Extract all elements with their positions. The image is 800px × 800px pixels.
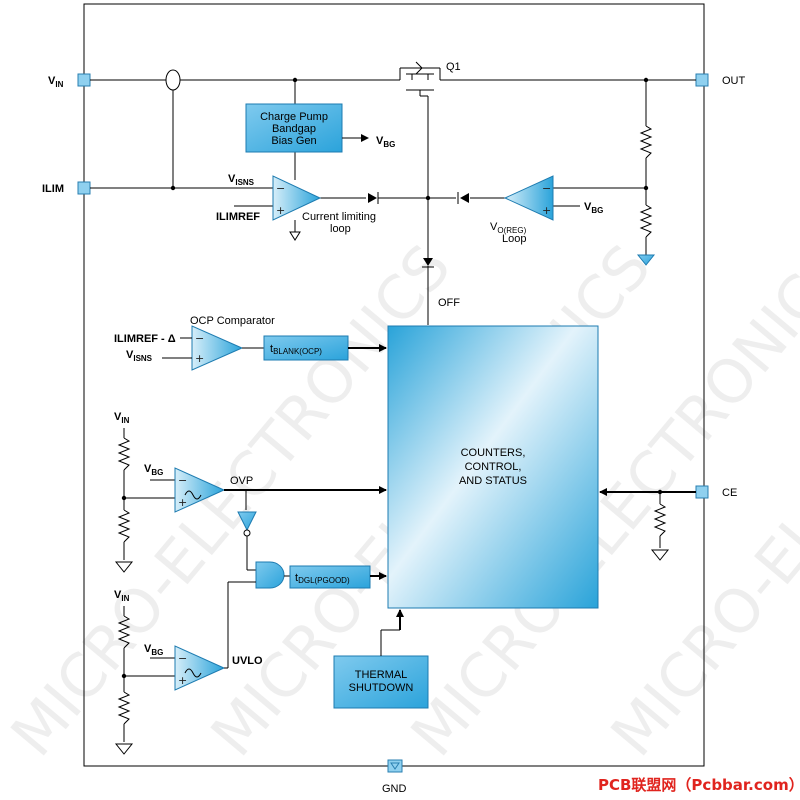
current-loop-label: Current limiting (302, 211, 376, 223)
ovp-divider (114, 428, 175, 573)
svg-text:−: − (276, 182, 285, 195)
vin2-label: VIN (114, 411, 130, 425)
vbg-reg-label: VBG (584, 201, 603, 215)
diode-off (422, 258, 434, 268)
svg-text:Bias Gen: Bias Gen (271, 135, 316, 147)
and-gate (255, 561, 285, 589)
vo-reg-amp: − + (503, 175, 554, 221)
svg-text:+: + (178, 674, 187, 687)
wires-top (90, 69, 696, 325)
vbg-ovp-label: VBG (144, 463, 163, 477)
vbg-out-label: VBG (376, 135, 395, 149)
svg-text:Bandgap: Bandgap (272, 123, 316, 135)
svg-text:tBLANK(OCP): tBLANK(OCP) (270, 343, 322, 356)
pin-ce: CE (695, 485, 737, 499)
q1-transistor (399, 61, 441, 97)
svg-text:−: − (195, 332, 204, 345)
off-label: OFF (438, 297, 460, 309)
current-loop-label-2: loop (330, 223, 351, 235)
pin-gnd: GND (382, 759, 407, 795)
svg-text:GND: GND (382, 783, 407, 795)
svg-text:VIN: VIN (48, 75, 64, 89)
current-limit-amp: − + (272, 175, 322, 241)
tdgl-block: tDGL(PGOOD) (289, 565, 371, 589)
svg-text:AND STATUS: AND STATUS (459, 475, 527, 487)
ocp-title: OCP Comparator (190, 315, 275, 327)
svg-text:COUNTERS,: COUNTERS, (461, 447, 526, 459)
inverter (237, 511, 257, 571)
svg-text:+: + (276, 204, 285, 217)
svg-text:THERMAL: THERMAL (355, 669, 408, 681)
ovp-label: OVP (230, 475, 253, 487)
pin-out: OUT (695, 73, 746, 87)
counters-control-block: COUNTERS, CONTROL, AND STATUS (387, 325, 599, 609)
site-credit: PCB联盟网（Pcbbar.com） (598, 776, 800, 794)
vo-reg-loop-label: Loop (502, 233, 526, 245)
svg-text:SHUTDOWN: SHUTDOWN (349, 682, 414, 694)
svg-text:CE: CE (722, 487, 737, 499)
uvlo-wires (224, 581, 256, 669)
ocp-in1-label: ILIMREF - Δ (114, 333, 176, 345)
vin3-label: VIN (114, 589, 130, 603)
out-divider-resistors (636, 125, 656, 266)
uvlo-comparator: − + (174, 645, 226, 691)
svg-text:CONTROL,: CONTROL, (465, 461, 522, 473)
svg-text:+: + (195, 352, 204, 365)
svg-text:+: + (542, 204, 551, 217)
diode-1 (368, 192, 379, 204)
q1-label: Q1 (446, 61, 461, 73)
tblank-block: tBLANK(OCP) (263, 335, 349, 361)
svg-text:ILIM: ILIM (42, 183, 64, 195)
uvlo-label: UVLO (232, 655, 263, 667)
diode-2 (457, 192, 469, 204)
uvlo-divider (114, 606, 175, 755)
ce-pulldown (650, 492, 670, 561)
visns-label: VISNS (228, 173, 255, 187)
svg-text:OUT: OUT (722, 75, 746, 87)
charge-pump-block: Charge Pump Bandgap Bias Gen (245, 103, 343, 153)
vbg-uvlo-label: VBG (144, 643, 163, 657)
svg-text:−: − (542, 182, 551, 195)
ocp-in2-label: VISNS (126, 349, 153, 363)
svg-text:−: − (178, 652, 187, 665)
pin-ilim: ILIM (42, 181, 91, 195)
thermal-shutdown-block: THERMAL SHUTDOWN (333, 655, 429, 709)
svg-text:−: − (178, 474, 187, 487)
ocp-comparator: − + (191, 325, 244, 371)
svg-text:Charge Pump: Charge Pump (260, 111, 328, 123)
ilimref-label: ILIMREF (216, 211, 260, 223)
junction-dots (121, 77, 663, 679)
svg-text:+: + (178, 496, 187, 509)
ovp-comparator: − + (174, 467, 226, 513)
vo-reg-label: VO(REG) (490, 221, 527, 235)
svg-text:tDGL(PGOOD): tDGL(PGOOD) (295, 572, 350, 585)
